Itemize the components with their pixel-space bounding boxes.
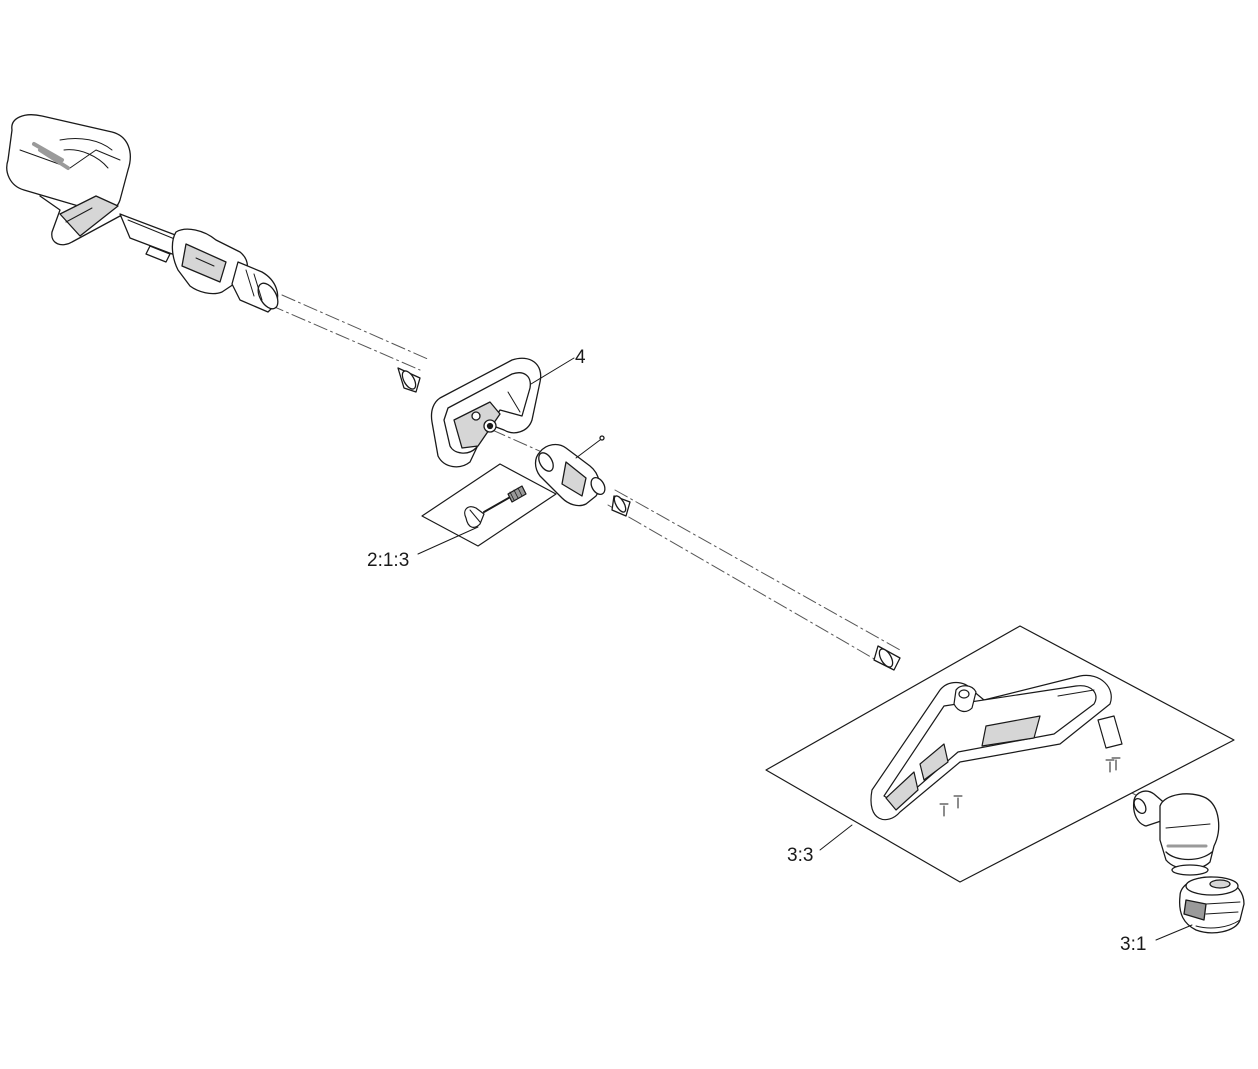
spool <box>1178 876 1245 934</box>
guard-screws <box>939 757 1121 817</box>
callout-4: 4 <box>575 347 586 368</box>
motor-housing <box>6 114 279 313</box>
callout-3-1: 3:1 <box>1120 934 1147 955</box>
d-handle <box>430 357 542 468</box>
guard-kit <box>765 625 1235 883</box>
upper-shaft-tube <box>397 367 421 393</box>
callout-2-1-3: 2:1:3 <box>367 550 410 571</box>
callout-3-3: 3:3 <box>787 845 814 866</box>
handle-clamp-bracket <box>534 435 606 507</box>
trimmer-head <box>1132 790 1220 876</box>
callout-leader-lines <box>417 357 1193 941</box>
lower-shaft-tube <box>611 495 901 671</box>
knob-kit <box>421 463 557 547</box>
